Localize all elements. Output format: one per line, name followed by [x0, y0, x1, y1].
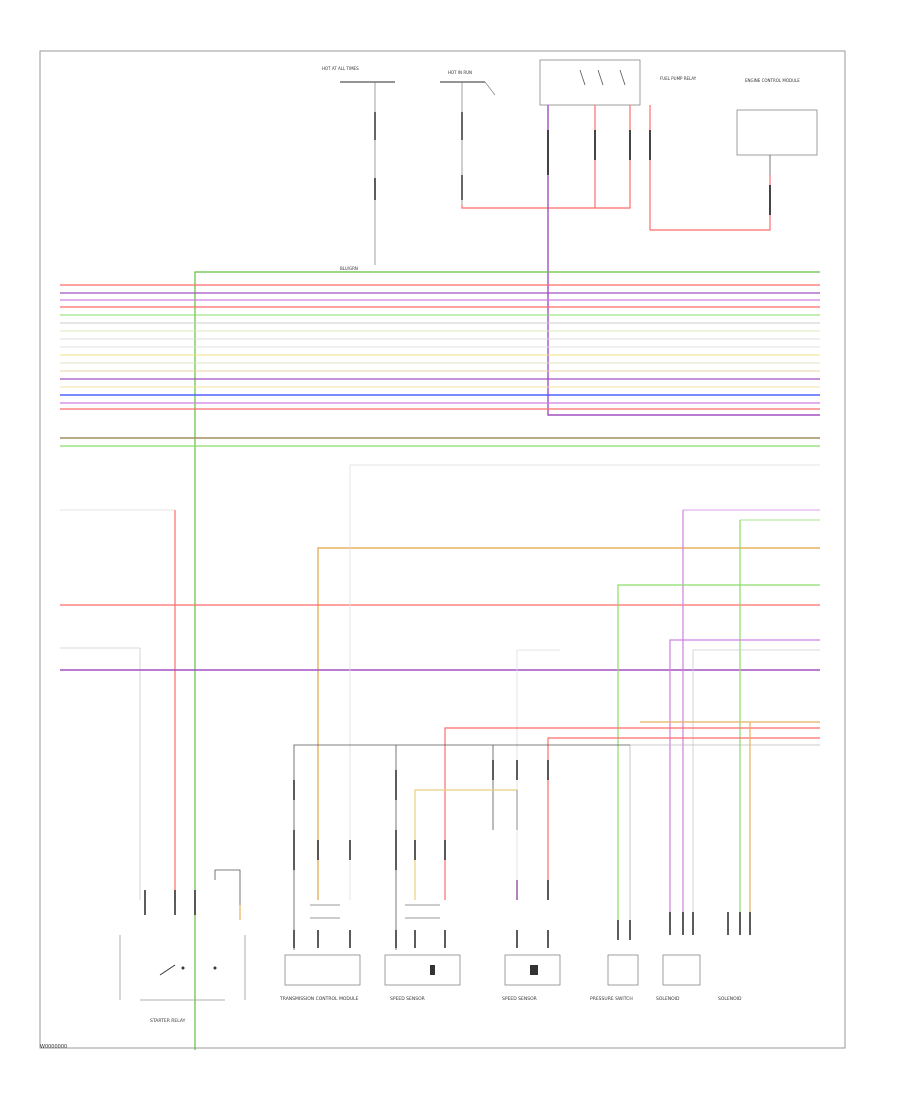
- relay-label: FUEL PUMP RELAY: [660, 76, 697, 81]
- component-6: SOLENOID: [656, 954, 701, 1002]
- wire-bus: BLU/GRN: [60, 266, 820, 1050]
- component-3: SPEED SENSOR: [384, 904, 461, 1002]
- component-1: STARTER RELAY: [119, 869, 246, 1024]
- component-5: PRESSURE SWITCH: [590, 954, 639, 1002]
- top-section: HOT AT ALL TIMES HOT IN RUN FUEL PUMP RE…: [322, 59, 820, 416]
- component-1-label: STARTER RELAY: [150, 1018, 186, 1024]
- component-4: SPEED SENSOR: [502, 880, 561, 1002]
- connector-pins: [144, 178, 751, 948]
- middle-wires: [60, 465, 820, 950]
- component-5-label: PRESSURE SWITCH: [590, 996, 633, 1002]
- component-4-label: SPEED SENSOR: [502, 996, 537, 1002]
- fuse-a-label: HOT AT ALL TIMES: [322, 66, 359, 71]
- component-7-label: SOLENOID: [718, 996, 742, 1002]
- component-2-label: TRANSMISSION CONTROL MODULE: [279, 996, 359, 1002]
- footer-code: W0000000: [40, 1044, 68, 1050]
- fuse-b-label: HOT IN RUN: [448, 70, 472, 75]
- bus-label: BLU/GRN: [340, 266, 358, 271]
- component-2: TRANSMISSION CONTROL MODULE: [279, 904, 361, 1002]
- top-right-module-label: ENGINE CONTROL MODULE: [745, 78, 800, 83]
- component-3-label: SPEED SENSOR: [390, 996, 425, 1002]
- top-right-module: [736, 109, 818, 156]
- component-7: SOLENOID: [718, 996, 742, 1002]
- relay-box: [539, 59, 641, 106]
- component-6-label: SOLENOID: [656, 996, 680, 1002]
- diagram-border: [39, 50, 846, 1049]
